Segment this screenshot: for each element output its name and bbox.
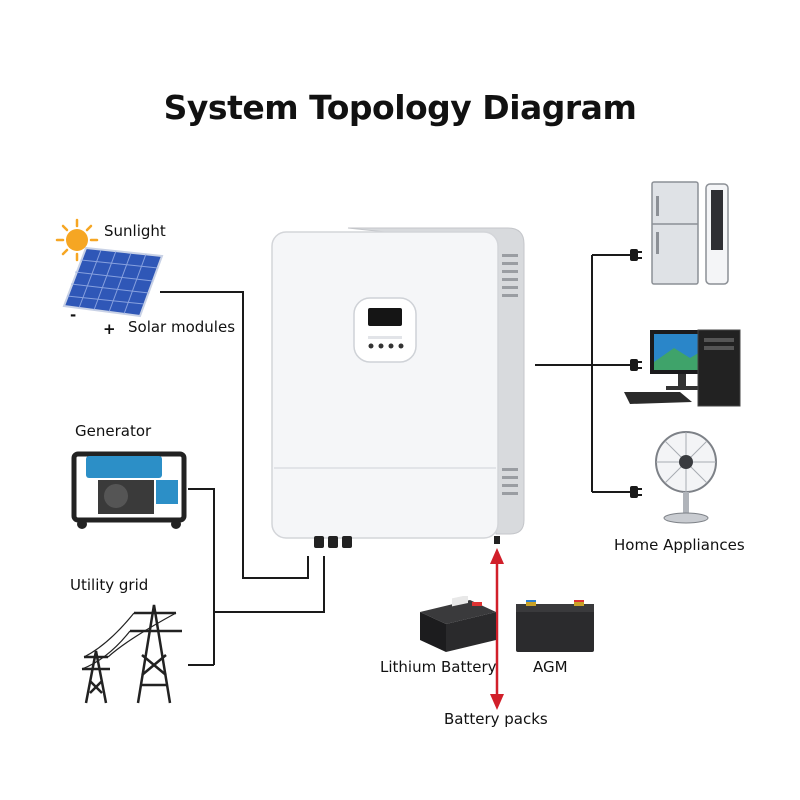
battery-packs-label: Battery packs — [444, 710, 548, 728]
computer-image — [620, 326, 748, 410]
lithium-battery-label: Lithium Battery — [380, 658, 497, 676]
fridge-image — [650, 180, 750, 288]
fan-image — [650, 428, 722, 526]
sunlight-label: Sunlight — [104, 222, 166, 240]
inverter-image — [270, 224, 528, 554]
agm-label: AGM — [533, 658, 568, 676]
generator-label: Generator — [75, 422, 152, 440]
lithium-battery-image — [416, 594, 500, 654]
solar-panel-image — [62, 246, 164, 318]
generator-image — [68, 446, 190, 530]
sun-icon — [55, 218, 99, 262]
home-appliances-label: Home Appliances — [614, 536, 745, 554]
solar-modules-label: Solar modules — [128, 318, 236, 336]
solar-plus-label: + — [103, 320, 116, 338]
utility-grid-label: Utility grid — [70, 576, 149, 594]
solar-minus-label: - — [70, 306, 77, 324]
agm-battery-image — [512, 599, 598, 654]
page-title: System Topology Diagram — [163, 88, 637, 127]
power-tower-image — [78, 595, 190, 705]
